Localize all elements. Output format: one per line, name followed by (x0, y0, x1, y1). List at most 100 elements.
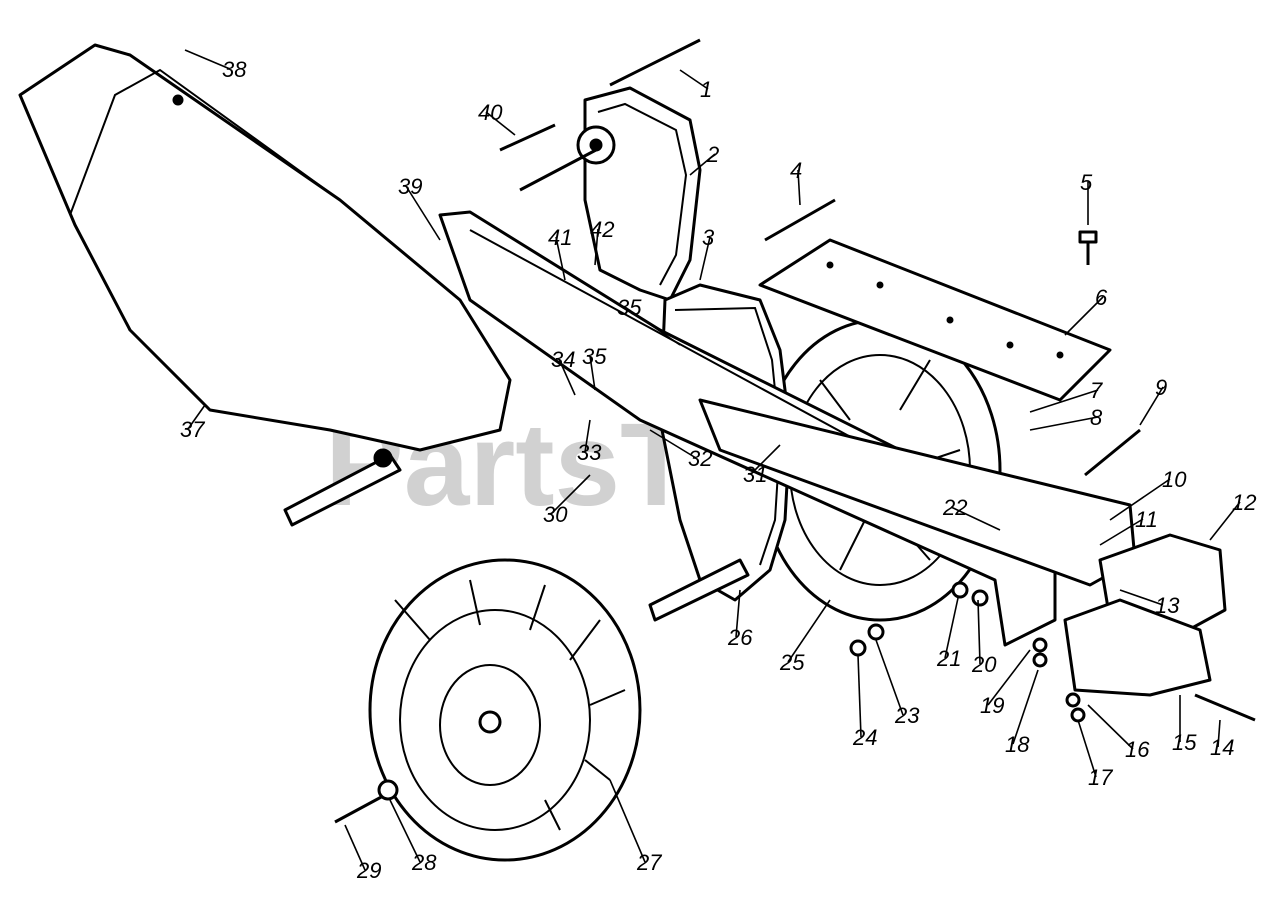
callout-label-31: 31 (743, 462, 767, 487)
bolt-5 (1078, 230, 1098, 265)
bolt-14 (1194, 693, 1256, 722)
callout-leader-37 (187, 404, 206, 430)
callout-label-33: 33 (577, 440, 602, 465)
callout-leader-25 (787, 599, 831, 663)
top-plate (758, 238, 1112, 402)
callout-leader-7 (1029, 389, 1099, 413)
callout-leader-21 (944, 597, 959, 659)
callout-label-30: 30 (543, 502, 568, 527)
callout-label-26: 26 (727, 625, 753, 650)
callout-leader-13 (1119, 589, 1164, 606)
callout-leader-33 (584, 419, 591, 453)
callout-leader-19 (987, 649, 1031, 706)
callout-leader-17 (1077, 719, 1097, 778)
callout-label-40: 40 (478, 100, 503, 125)
callout-label-24: 24 (852, 725, 877, 750)
callout-leader-6 (1064, 296, 1104, 336)
callout-label-22: 22 (942, 495, 967, 520)
callout-leader-28 (389, 799, 421, 863)
callout-leader-12 (1209, 501, 1241, 541)
callout-label-5: 5 (1080, 170, 1093, 195)
callout-label-34: 34 (551, 347, 575, 372)
callout-label-23: 23 (894, 703, 920, 728)
callout-label-8: 8 (1090, 405, 1103, 430)
nut-group-20-24 (849, 581, 989, 657)
rear-shield (18, 43, 512, 452)
drive-wheel (368, 558, 642, 862)
callout-leader-38 (184, 49, 231, 70)
callout-leader-18 (1012, 669, 1039, 745)
callout-leader-4 (797, 169, 801, 206)
callout-leader-8 (1029, 416, 1099, 431)
callout-label-20: 20 (971, 652, 997, 677)
callout-label-28: 28 (411, 850, 437, 875)
callout-leader-14 (1217, 719, 1221, 748)
callout-leader-1 (679, 69, 709, 90)
callout-label-38: 38 (222, 57, 247, 82)
callout-label-1: 1 (700, 77, 712, 102)
callout-leader-35 (589, 355, 596, 391)
callout-leader-40 (485, 111, 516, 136)
callout-leader-35 (624, 306, 681, 346)
callout-label-29: 29 (356, 858, 381, 883)
counter-weights (1063, 533, 1227, 697)
callout-label-11: 11 (1135, 507, 1158, 532)
callout-label-37: 37 (180, 417, 205, 442)
axle-shaft-wheel (648, 558, 750, 622)
callout-label-9: 9 (1155, 375, 1167, 400)
callout-label-15: 15 (1172, 730, 1197, 755)
callout-label-42: 42 (590, 217, 614, 242)
washer-28 (377, 779, 399, 801)
callout-leader-26 (735, 589, 741, 638)
callout-label-13: 13 (1155, 593, 1180, 618)
callout-leader-42 (594, 228, 599, 266)
callout-label-21: 21 (936, 646, 961, 671)
callout-leader-16 (1087, 704, 1134, 750)
callout-leader-29 (344, 824, 366, 871)
callout-label-3: 3 (702, 225, 715, 250)
callout-leader-27 (609, 779, 646, 863)
callout-label-4: 4 (790, 158, 802, 183)
callout-leader-9 (1139, 386, 1164, 426)
callout-label-17: 17 (1088, 765, 1113, 790)
callout-label-39: 39 (398, 174, 422, 199)
callout-leader-10 (1109, 478, 1171, 521)
callout-leader-32 (649, 429, 697, 459)
callout-leader-30 (550, 474, 591, 515)
callout-leader-34 (558, 358, 576, 396)
callout-leader-41 (555, 236, 566, 281)
callout-label-16: 16 (1125, 737, 1150, 762)
callout-leader-24 (857, 654, 862, 738)
callout-label-10: 10 (1162, 467, 1187, 492)
bolt-1 (609, 38, 701, 87)
callout-label-7: 7 (1090, 378, 1103, 403)
callout-label-35: 35 (582, 344, 607, 369)
callout-label-35: 35 (617, 295, 642, 320)
main-frame (438, 210, 1137, 647)
chain-case-upper (519, 86, 702, 302)
callout-label-18: 18 (1005, 732, 1030, 757)
callout-leader-11 (1099, 518, 1144, 546)
callout-leader-23 (875, 639, 904, 716)
callout-label-32: 32 (688, 446, 712, 471)
bolt-4 (764, 198, 836, 242)
callout-leader-39 (405, 185, 441, 241)
pin-40 (499, 123, 556, 152)
bolt-9 (1084, 428, 1141, 477)
callout-label-2: 2 (706, 142, 719, 167)
callout-label-27: 27 (636, 850, 662, 875)
callout-leader-31 (750, 444, 781, 475)
callout-leader-22 (950, 506, 1001, 531)
callout-label-14: 14 (1210, 735, 1234, 760)
callout-label-12: 12 (1232, 490, 1256, 515)
axle-shaft-left (283, 448, 402, 527)
callout-leader-3 (699, 236, 711, 281)
bolt-29 (334, 793, 386, 824)
callout-label-6: 6 (1095, 285, 1108, 310)
callout-label-41: 41 (548, 225, 572, 250)
callout-label-25: 25 (779, 650, 805, 675)
callout-leader-20 (977, 599, 981, 665)
callout-leader-2 (689, 153, 716, 176)
